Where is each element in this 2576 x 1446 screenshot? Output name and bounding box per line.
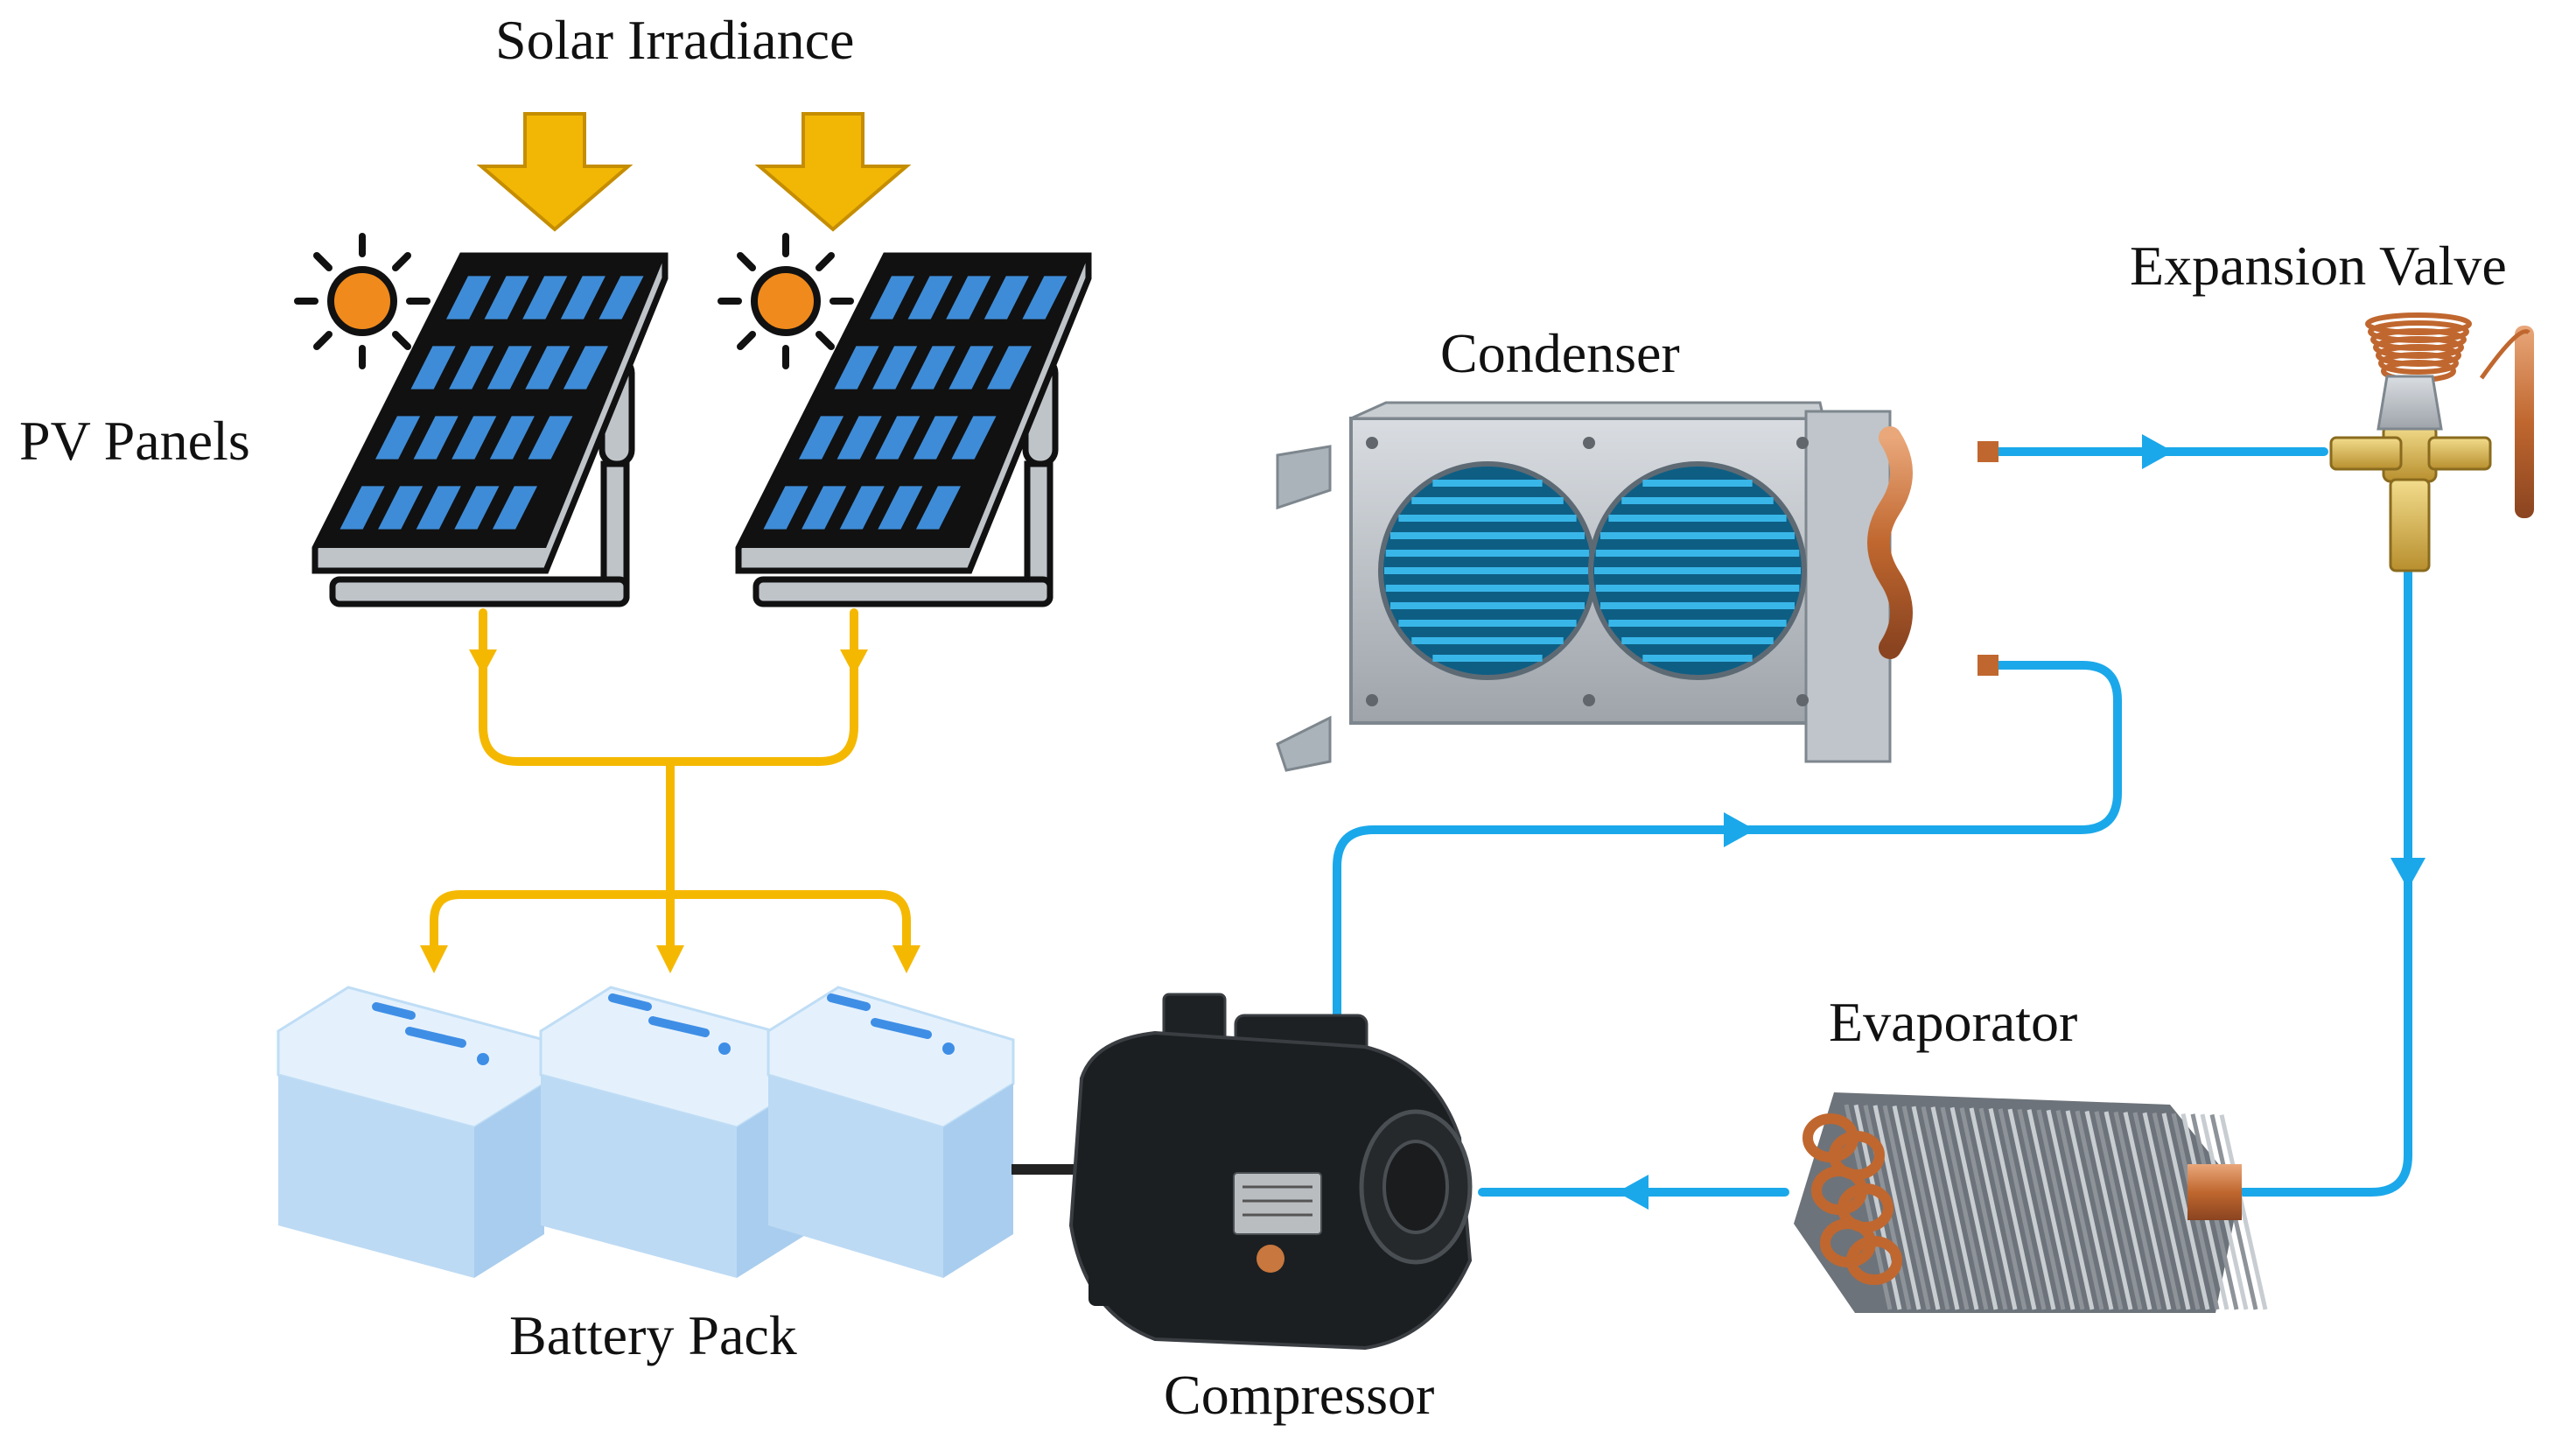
battery bbox=[539, 986, 808, 1278]
pv-cell bbox=[875, 416, 920, 460]
battery-pack-label: Battery Pack bbox=[509, 1304, 797, 1366]
pv-cell bbox=[915, 486, 962, 530]
pv-cell bbox=[907, 276, 953, 319]
pv-cell bbox=[798, 416, 844, 460]
compressor bbox=[1068, 993, 1473, 1351]
refrigerant-line bbox=[1333, 447, 2412, 1197]
pv-cell bbox=[878, 486, 923, 530]
battery bbox=[766, 986, 1015, 1278]
pv-cell bbox=[946, 276, 991, 319]
sun-icon bbox=[294, 233, 430, 369]
pv-cell bbox=[410, 346, 456, 390]
evaporator bbox=[1794, 1092, 2268, 1313]
condenser bbox=[1276, 401, 2003, 772]
pv-cell bbox=[802, 486, 847, 530]
pv-cell bbox=[839, 486, 885, 530]
pv-cell bbox=[984, 276, 1029, 319]
pv-cell bbox=[525, 346, 570, 390]
pv-cell bbox=[445, 276, 492, 319]
pv-cell bbox=[913, 416, 958, 460]
pv-cell bbox=[484, 276, 529, 319]
pv-cell bbox=[986, 346, 1032, 390]
solar-irradiance-arrow-left bbox=[476, 112, 634, 232]
pv-cell bbox=[836, 416, 882, 460]
pv-panels-label: PV Panels bbox=[19, 410, 250, 472]
pv-cell bbox=[378, 486, 424, 530]
pv-panel bbox=[312, 252, 668, 607]
solar-irradiance-arrow-right bbox=[754, 112, 912, 232]
pv-cell bbox=[416, 486, 461, 530]
pv-cell bbox=[449, 346, 494, 390]
evaporator-label: Evaporator bbox=[1829, 991, 2078, 1053]
solar-irradiance-label: Solar Irradiance bbox=[495, 9, 855, 71]
compressor-label: Compressor bbox=[1164, 1364, 1435, 1426]
pv-cell bbox=[869, 276, 915, 319]
power-line bbox=[430, 608, 911, 967]
pv-cell bbox=[948, 346, 994, 390]
sun-icon bbox=[718, 233, 854, 369]
pv-cell bbox=[872, 346, 918, 390]
pv-cell bbox=[598, 276, 644, 319]
pv-cell bbox=[413, 416, 458, 460]
condenser-label: Condenser bbox=[1440, 322, 1680, 384]
pv-cell bbox=[522, 276, 568, 319]
pv-cell bbox=[951, 416, 997, 460]
pv-cell bbox=[492, 486, 538, 530]
pv-cell bbox=[454, 486, 500, 530]
pv-cell bbox=[374, 416, 421, 460]
pv-cell bbox=[340, 486, 385, 530]
power-flow-arrow bbox=[420, 649, 920, 973]
pv-cell bbox=[528, 416, 573, 460]
battery bbox=[276, 986, 546, 1278]
pv-cell bbox=[763, 486, 808, 530]
pv-cell bbox=[834, 346, 879, 390]
pv-cell bbox=[486, 346, 532, 390]
pv-cell bbox=[489, 416, 535, 460]
pv-cell bbox=[1022, 276, 1068, 319]
pv-cell bbox=[910, 346, 956, 390]
pv-cell bbox=[563, 346, 609, 390]
pv-cell bbox=[452, 416, 497, 460]
pv-cell bbox=[560, 276, 606, 319]
refrigerant-flow-arrow bbox=[1617, 434, 2426, 1210]
expansion-valve bbox=[2329, 312, 2534, 572]
pv-panel bbox=[735, 252, 1092, 607]
expansion-valve-label: Expansion Valve bbox=[2130, 235, 2507, 297]
